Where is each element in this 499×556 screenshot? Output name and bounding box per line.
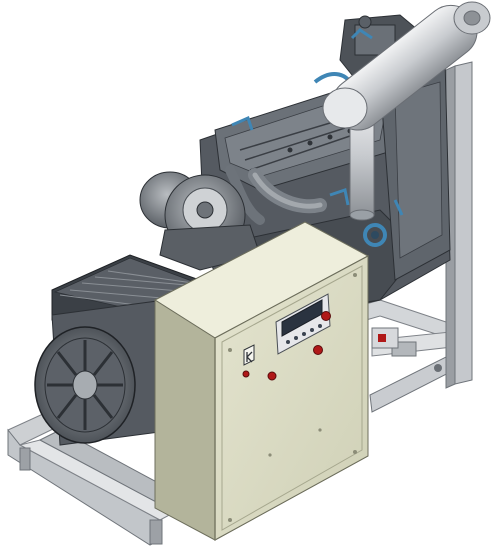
- indicator-lamp-icon: [242, 370, 250, 378]
- relay-box: [371, 327, 399, 349]
- start-button[interactable]: [267, 371, 277, 381]
- indicator-lamp-icon: [321, 311, 331, 321]
- emergency-stop-button[interactable]: [313, 345, 323, 355]
- exhaust-support-post: [445, 61, 473, 389]
- controller-display: [275, 293, 331, 355]
- meter-icon: [243, 344, 255, 366]
- exhaust-silencer: [322, 1, 491, 221]
- blue-fitting-icon: [363, 223, 387, 247]
- mounting-hole-icon: [434, 364, 442, 372]
- control-panel-cabinet: [153, 221, 370, 541]
